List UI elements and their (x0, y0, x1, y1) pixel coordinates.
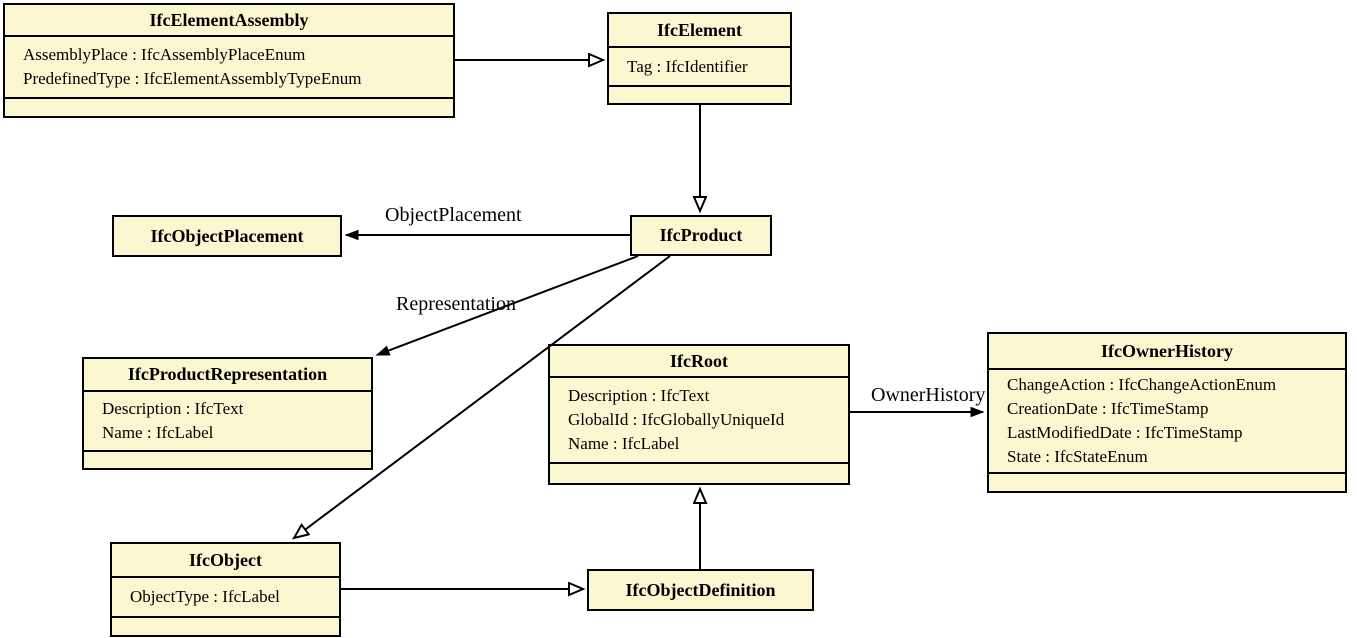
class-operations-empty (84, 452, 371, 468)
class-attribute: State : IfcStateEnum (1007, 447, 1148, 466)
class-attributes: Description : IfcText GlobalId : IfcGlob… (550, 378, 848, 464)
class-attribute: AssemblyPlace : IfcAssemblyPlaceEnum (23, 45, 306, 64)
class-box-ifcproduct: IfcProduct (630, 215, 772, 256)
edge-label-ownerhistory: OwnerHistory (871, 384, 986, 406)
class-box-ifcroot: IfcRoot Description : IfcText GlobalId :… (548, 344, 850, 485)
class-title: IfcProductRepresentation (84, 359, 371, 392)
class-title: IfcElementAssembly (5, 5, 453, 37)
class-title: IfcProduct (659, 225, 743, 245)
class-title: IfcObject (112, 544, 339, 578)
class-attribute: Tag : IfcIdentifier (627, 56, 748, 76)
class-attributes: ChangeAction : IfcChangeActionEnum Creat… (989, 370, 1345, 474)
class-box-ifcelementassembly: IfcElementAssembly AssemblyPlace : IfcAs… (3, 3, 455, 118)
class-attributes: Tag : IfcIdentifier (609, 48, 790, 87)
class-title: IfcRoot (550, 346, 848, 378)
class-attribute: Name : IfcLabel (568, 434, 680, 453)
edge-label-representation: Representation (396, 293, 516, 315)
class-box-ifcelement: IfcElement Tag : IfcIdentifier (607, 12, 792, 105)
class-attribute: ChangeAction : IfcChangeActionEnum (1007, 375, 1277, 394)
class-operations-empty (609, 87, 790, 103)
class-box-ifcproductrepresentation: IfcProductRepresentation Description : I… (82, 357, 373, 470)
class-title: IfcElement (609, 14, 790, 48)
class-attributes: Description : IfcText Name : IfcLabel (84, 392, 371, 452)
class-operations-empty (989, 474, 1345, 491)
class-attribute: PredefinedType : IfcElementAssemblyTypeE… (23, 69, 362, 88)
class-box-ifcownerhistory: IfcOwnerHistory ChangeAction : IfcChange… (987, 332, 1347, 493)
class-attribute: LastModifiedDate : IfcTimeStamp (1007, 423, 1243, 442)
class-attribute: Description : IfcText (568, 386, 710, 405)
class-attribute: CreationDate : IfcTimeStamp (1007, 399, 1209, 418)
class-attribute: Name : IfcLabel (102, 423, 214, 442)
class-operations-empty (550, 464, 848, 483)
class-attribute: Description : IfcText (102, 399, 244, 418)
class-box-ifcobjectplacement: IfcObjectPlacement (112, 215, 342, 257)
class-operations-empty (5, 99, 453, 116)
class-operations-empty (112, 618, 339, 635)
class-box-ifcobject: IfcObject ObjectType : IfcLabel (110, 542, 341, 637)
class-attribute: GlobalId : IfcGloballyUniqueId (568, 410, 785, 429)
class-attributes: ObjectType : IfcLabel (112, 578, 339, 618)
class-title: IfcOwnerHistory (989, 334, 1345, 370)
class-attribute: ObjectType : IfcLabel (130, 587, 280, 606)
edge-label-objectplacement: ObjectPlacement (385, 204, 522, 226)
class-box-ifcobjectdefinition: IfcObjectDefinition (587, 569, 814, 611)
class-title: IfcObjectDefinition (625, 579, 776, 600)
class-title: IfcObjectPlacement (150, 225, 304, 246)
class-attributes: AssemblyPlace : IfcAssemblyPlaceEnum Pre… (5, 37, 453, 99)
